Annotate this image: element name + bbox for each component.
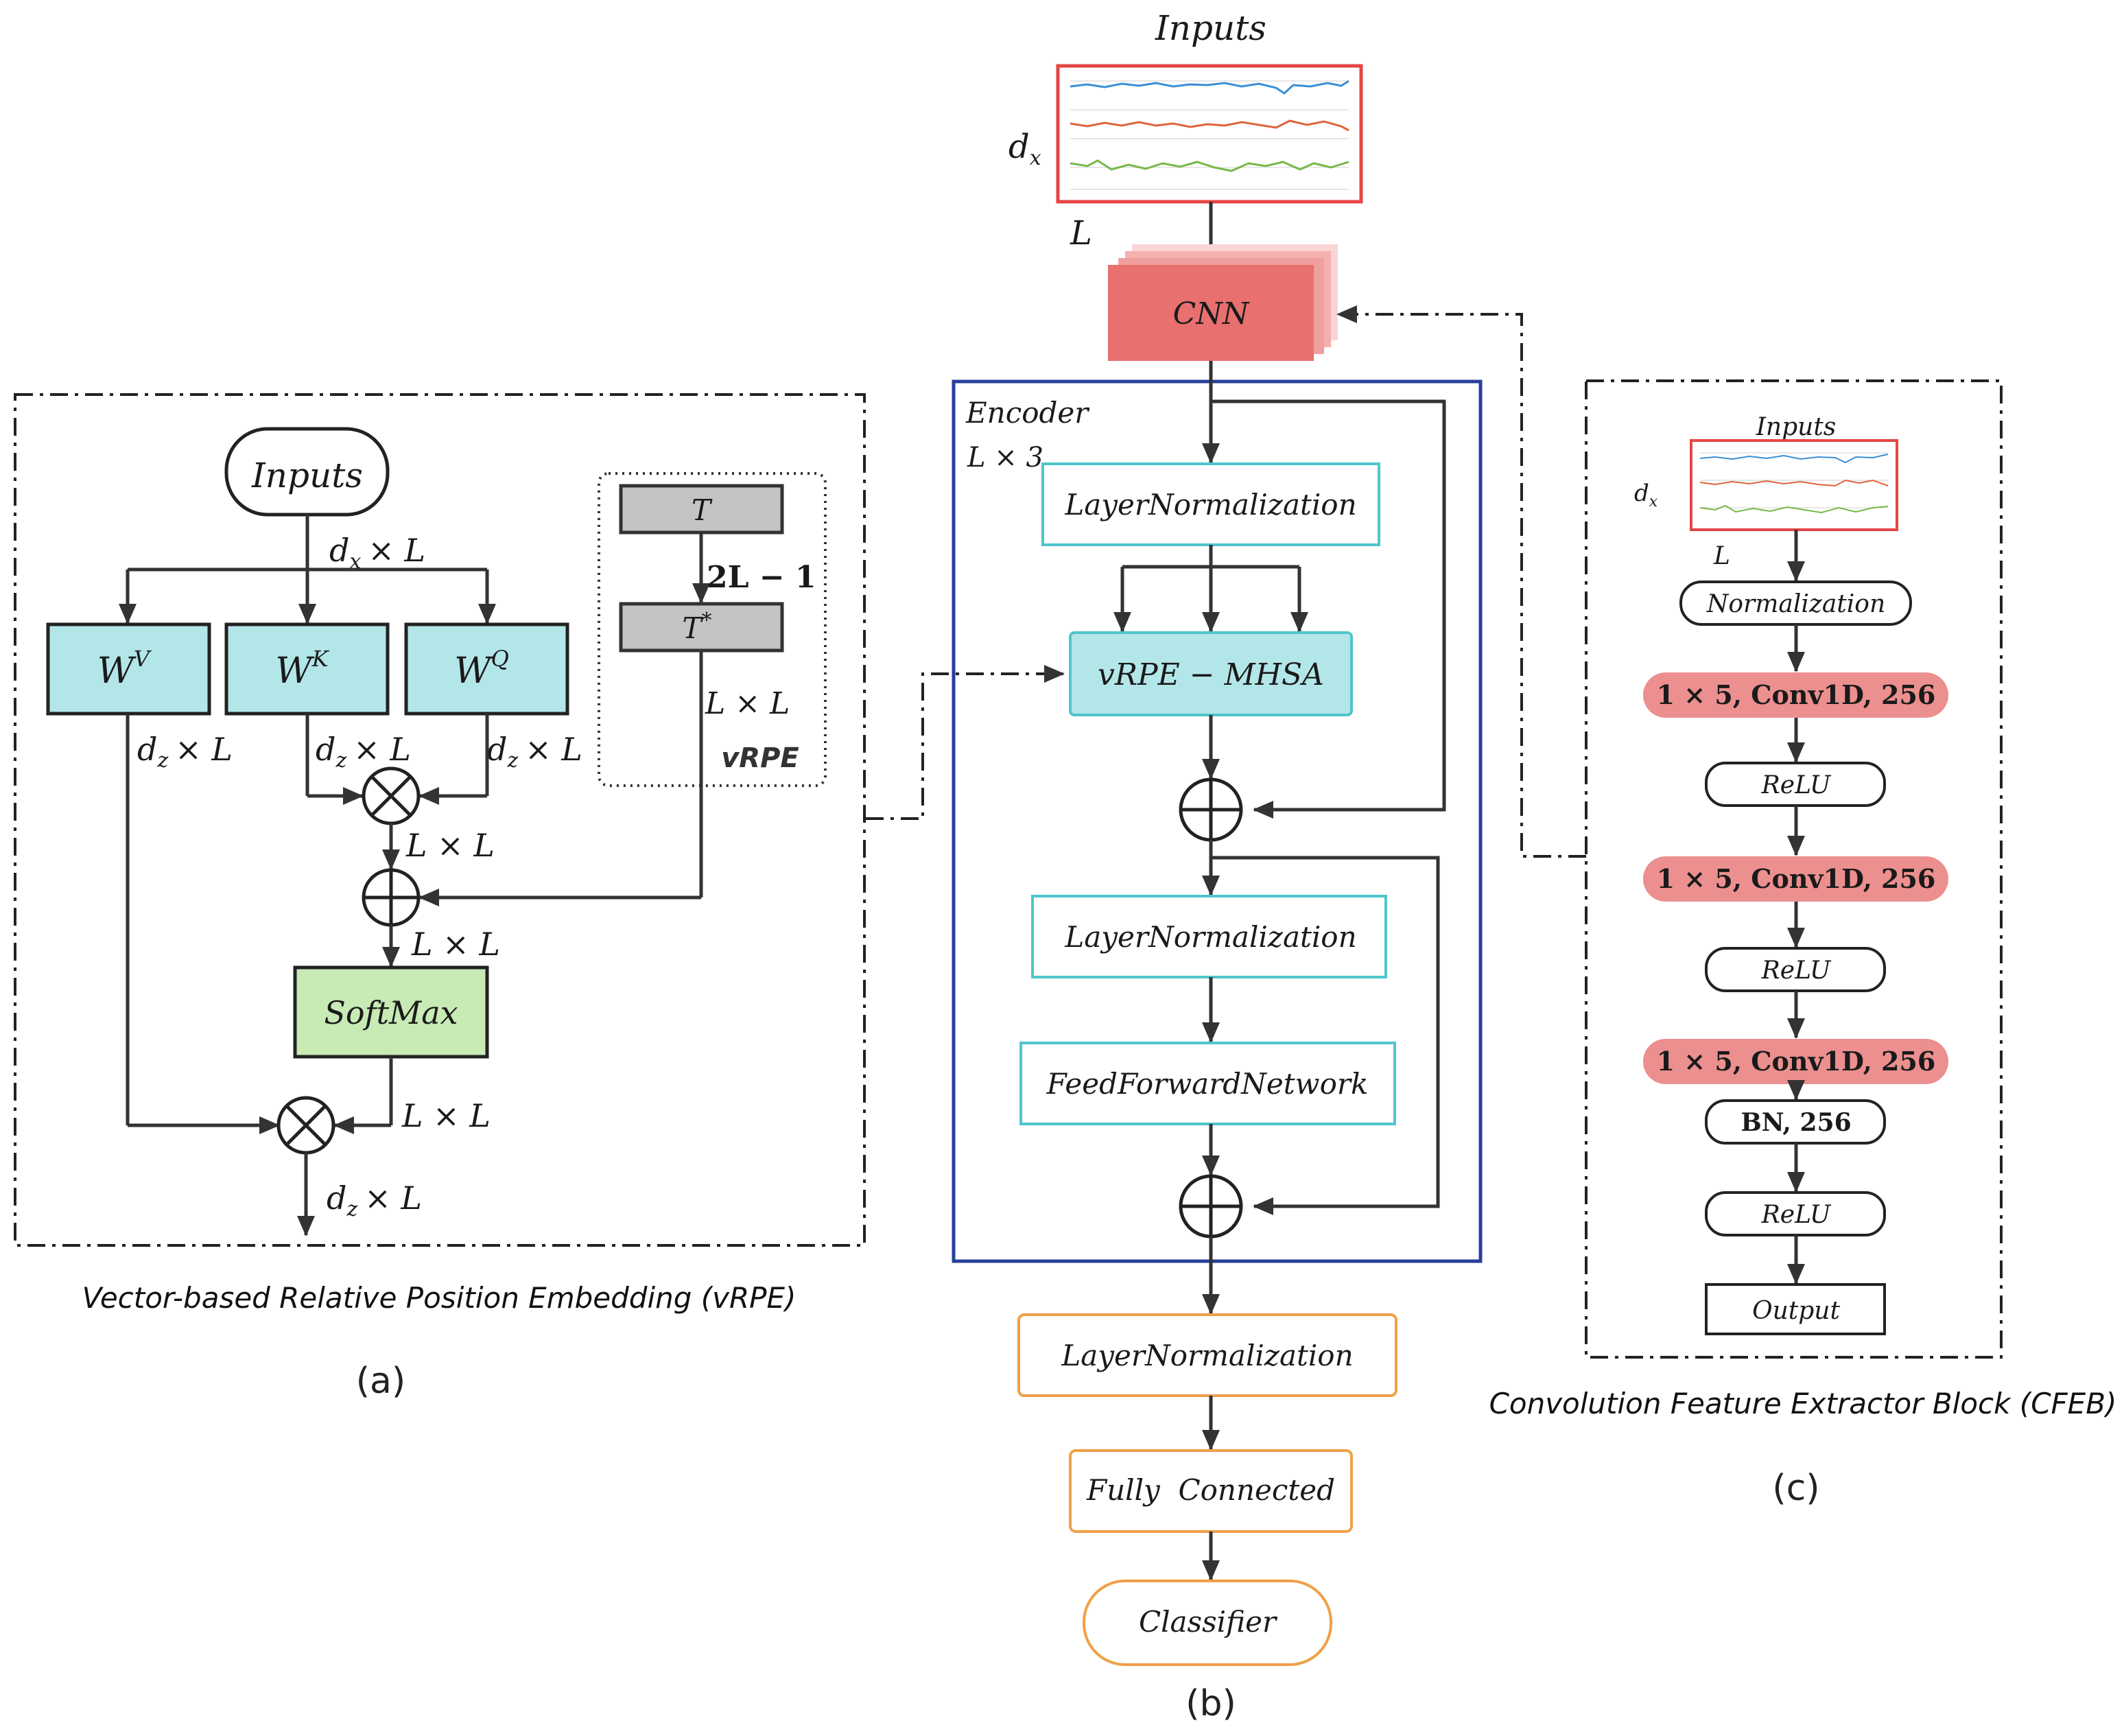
cnn-label: CNN [1173,296,1250,331]
dz-label-q: dz× L [487,731,582,773]
panel-b: Inputs dx L CNN Encoder L × 3 [952,8,1586,1724]
dz-label-k: dz× L [316,731,411,773]
caption-c: Convolution Feature Extractor Block (CFE… [1489,1387,2117,1420]
encoder-frame [952,379,1483,1263]
inputs-title-b: Inputs [1155,8,1266,48]
lxl-label-3: L × L [401,1097,491,1134]
normalization-label: Normalization [1706,590,1885,618]
panel-c: Inputs dx L Normalization 1 × 5, Conv1D,… [1489,379,2117,1509]
layer-norm-1-box [1041,462,1380,546]
input-signal-plot-b [1056,64,1363,204]
classifier-label: Classifier [1139,1605,1278,1639]
encoder-repeat-label: L × 3 [967,442,1043,473]
ffn-label: FeedForwardNetwork [1046,1067,1369,1101]
vrpe-mhsa-label: vRPE − MHSA [1098,657,1324,692]
add-op-b1 [1179,777,1243,842]
wk-label: WK [275,646,329,692]
layer-norm-2-box [1031,895,1387,978]
lxl-label-1: L × L [405,827,495,864]
lxl-label-2: L × L [411,926,500,963]
wq-box [404,622,569,716]
layer-norm-3-box [1017,1313,1397,1397]
dz-label-v: dz× L [137,731,233,773]
vrpe-module-frame [14,393,866,1247]
wq-label: WQ [454,646,509,692]
vrpe-link-connector [866,665,1065,820]
vrpe-subblock [598,472,827,787]
add-op-a [362,868,421,927]
l-label-c: L [1713,542,1730,570]
wk-box [224,622,390,716]
relu-label-2: ReLU [1761,957,1832,985]
l-label-b: L [1070,214,1092,253]
tstar-box [619,602,784,653]
output-box [1705,1283,1886,1335]
vrpe-tag: vRPE [721,742,799,774]
add-op-b2 [1179,1174,1243,1239]
panel-a: Inputs dx× L WV WK WQ dz× L dz× L dz× L … [14,393,866,1402]
encoder-label: Encoder [965,396,1090,430]
layer-norm-3-label: LayerNormalization [1061,1339,1353,1372]
relu-label-1: ReLU [1761,771,1832,799]
t-label: T [692,493,713,527]
conv1d-block-1-label: 1 × 5, Conv1D, 256 [1657,679,1936,710]
inputs-title-c: Inputs [1756,413,1837,441]
softmax-box [293,965,489,1059]
conv1d-block-1 [1643,672,1948,718]
conv1d-block-2-label: 1 × 5, Conv1D, 256 [1657,863,1936,894]
conv1d-block-3 [1643,1039,1948,1084]
caption-a: Vector-based Relative Position Embedding… [82,1281,796,1315]
relu-label-3: ReLU [1761,1201,1832,1229]
two-l-minus-one-label: 2L − 1 [707,560,816,595]
layer-norm-1-label: LayerNormalization [1064,488,1356,521]
wv-label: WV [97,646,152,692]
panel-label-b: (b) [1185,1683,1236,1724]
dx-label-c: dx [1634,480,1658,511]
dz-out-label: dz× L [327,1180,422,1221]
t-box [619,484,784,535]
inputs-label-a: Inputs [251,456,363,495]
conv1d-block-2 [1643,856,1948,902]
classifier-box [1083,1580,1332,1666]
multiply-op-v [276,1096,335,1155]
panel-label-a: (a) [356,1361,405,1402]
batchnorm-label: BN, 256 [1740,1108,1851,1137]
fully-connected-label: Fully Connected [1086,1473,1335,1507]
cnn-block [1108,244,1338,361]
conv1d-block-3-label: 1 × 5, Conv1D, 256 [1657,1046,1936,1077]
input-signal-plot-c [1690,439,1898,531]
softmax-label: SoftMax [324,994,458,1031]
multiply-op-qk [362,766,421,825]
ffn-box [1019,1042,1396,1125]
cfeb-link-connector [1336,305,1586,858]
tstar-label: T* [682,609,711,645]
layer-norm-2-label: LayerNormalization [1064,920,1356,954]
vrpe-lxl-label: L × L [705,686,790,721]
dx-label-b: dx [1008,128,1041,170]
output-label: Output [1752,1297,1840,1325]
dx-times-l-label-a: dx× L [329,532,425,574]
panel-label-c: (c) [1772,1468,1819,1509]
